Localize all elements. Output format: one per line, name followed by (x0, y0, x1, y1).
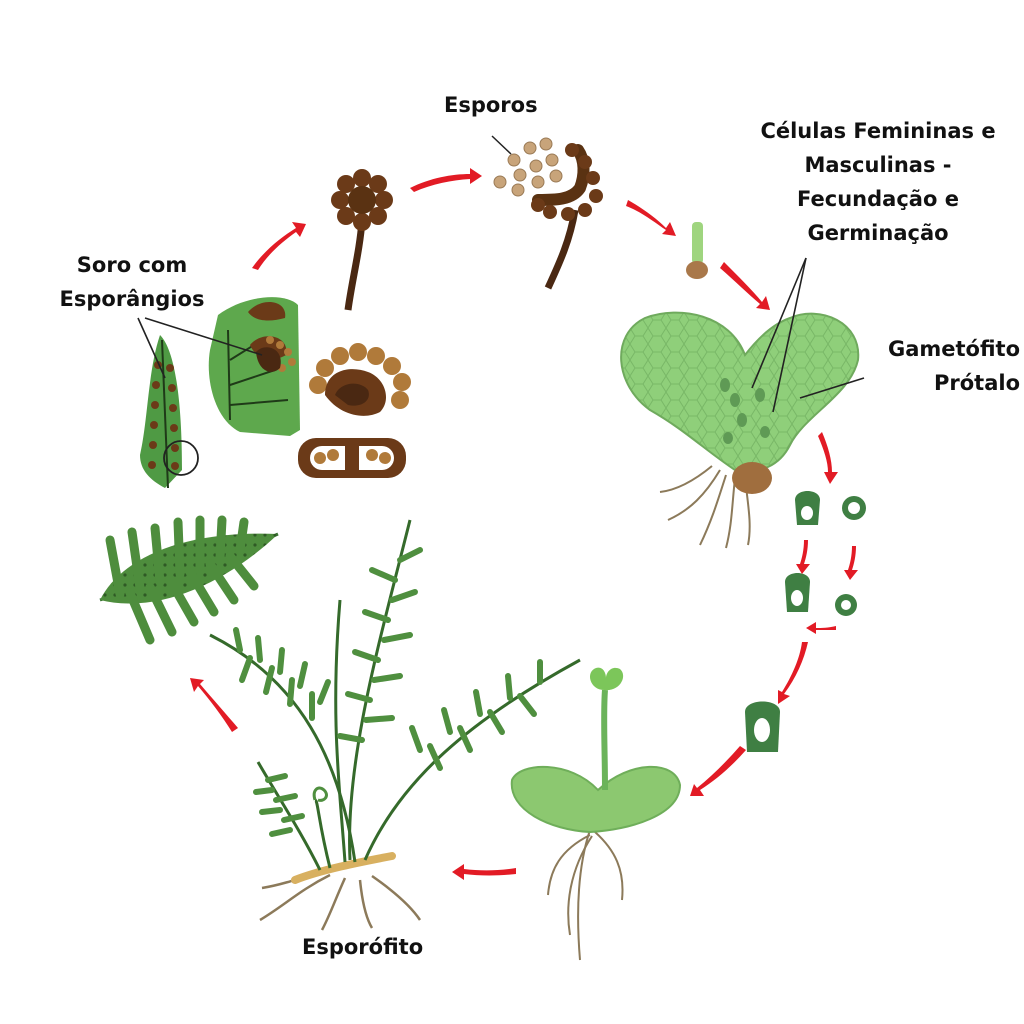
mature-sporophyte (209, 519, 581, 931)
arrow-5 (818, 432, 838, 484)
label-celulas-line-3: Fecundação e (797, 187, 959, 211)
label-soro-line-1: Soro com (76, 253, 188, 277)
label-celulas-fecundacao: Células Femininas e Masculinas - Fecunda… (744, 114, 1012, 250)
arrow-2 (410, 168, 482, 192)
pinna-detail (99, 515, 279, 645)
arrow-7 (844, 546, 858, 580)
pinna-with-sori (140, 335, 199, 489)
archegonium-stage-2 (785, 573, 810, 612)
label-celulas-line-4: Germinação (807, 221, 949, 245)
label-gametofito-line-2: Prótalo (933, 371, 1020, 395)
antheridium-stage-2 (835, 594, 857, 616)
label-soro-line-2: Esporângios (59, 287, 205, 311)
arrow-10 (690, 746, 746, 796)
bursting-sporangium (531, 143, 603, 290)
arrow-3 (626, 200, 676, 236)
label-celulas-line-1: Células Femininas e (760, 119, 996, 143)
arrow-1 (252, 222, 306, 270)
label-gametofito-protalo: Gametófito Prótalo (860, 332, 1020, 400)
esporos-pointer (491, 135, 512, 155)
label-esporofito: Esporófito (302, 935, 424, 959)
label-celulas-line-2: Masculinas - (804, 153, 952, 177)
label-gametofito-line-1: Gametófito (887, 337, 1020, 361)
soro-pointers (137, 317, 263, 379)
archegonium-stage-1 (795, 491, 820, 525)
magnified-leaf (208, 297, 300, 436)
spores (493, 137, 563, 197)
antheridium-stage-1 (842, 496, 866, 520)
label-esporos: Esporos (444, 93, 538, 117)
gametophyte-prothallus (620, 311, 860, 549)
sporangium (331, 169, 393, 311)
young-sporophyte (510, 667, 682, 961)
label-soro-com-esporangios: Soro com Esporângios (32, 248, 232, 316)
arrow-12 (190, 678, 238, 732)
zygote-embryo (745, 701, 780, 752)
arrow-6 (796, 540, 810, 574)
sorus-cross-section (298, 438, 406, 478)
cycle-arrows (190, 168, 858, 880)
arrow-8 (806, 622, 836, 634)
gametofito-pointer (799, 377, 865, 399)
celulas-pointers (751, 257, 807, 413)
arrow-11 (452, 864, 516, 880)
sorus-closeup (309, 343, 411, 416)
arrow-9 (778, 642, 808, 704)
germinating-spore (686, 222, 708, 279)
arrow-4 (720, 262, 770, 310)
